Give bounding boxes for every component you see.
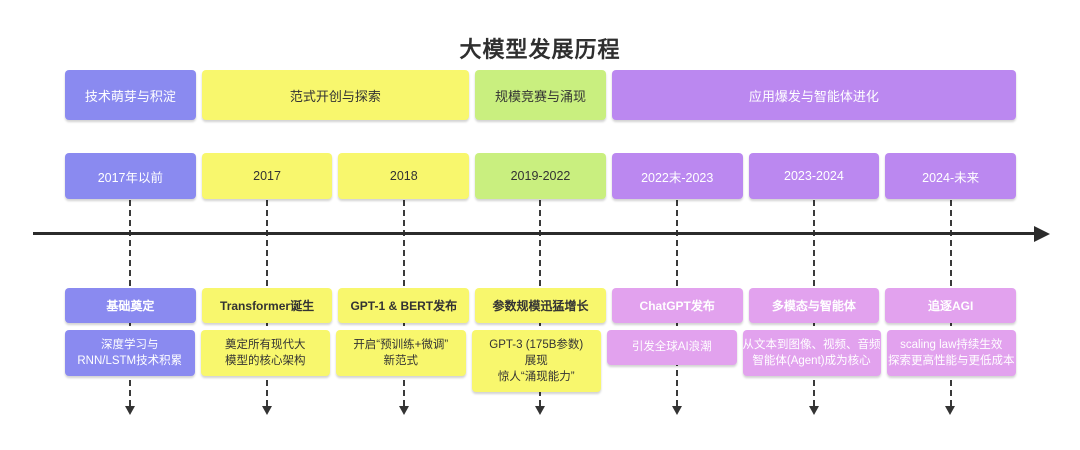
detail-line: RNN/LSTM技术积累 [77, 355, 183, 367]
detail-line: 新范式 [383, 355, 419, 367]
detail-line: 从文本到图像、视频、音频 [742, 338, 881, 351]
column-arrow-icon-4 [535, 406, 545, 415]
year-box-2: 2017 [201, 153, 333, 199]
detail-box-4: GPT-3 (175B参数) 展现 惊人“涌现能力” [471, 330, 601, 392]
column-arrow-icon-6 [809, 406, 819, 415]
year-box-3: 2018 [338, 153, 470, 199]
detail-line: 引发全球AI浪潮 [631, 341, 712, 354]
year-box-1: 2017年以前 [65, 153, 196, 199]
year-box-5: 2022末-2023 [611, 153, 743, 199]
detail-line: 探索更高性能与更低成本 [888, 355, 1015, 367]
year-row: 2017年以前 2017 2018 2019-2022 2022末-2023 2… [65, 153, 1016, 199]
event-box-4: 参数规模迅猛增长 [475, 288, 606, 323]
year-box-6: 2023-2024 [748, 153, 880, 199]
column-arrow-icon-5 [672, 406, 682, 415]
detail-box-3: 开启“预训练+微调” 新范式 [336, 330, 466, 376]
event-box-7: 追逐AGI [885, 288, 1016, 323]
detail-box-5: 引发全球AI浪潮 [607, 330, 737, 365]
column-arrow-icon-3 [399, 406, 409, 415]
phase-header-2: 范式开创与探索 [201, 70, 470, 120]
detail-line: GPT-3 (175B参数) [489, 338, 584, 351]
column-arrow-icon-1 [125, 406, 135, 415]
column-arrow-icon-7 [945, 406, 955, 415]
phase-header-3: 规模竞赛与涌现 [475, 70, 606, 120]
diagram-title: 大模型发展历程 [459, 37, 621, 62]
event-box-1: 基础奠定 [65, 288, 196, 323]
year-box-4: 2019-2022 [475, 153, 606, 199]
detail-line: 开启“预训练+微调” [353, 338, 449, 351]
detail-line: 展现 [524, 354, 548, 367]
detail-line: scaling law持续生效 [900, 338, 1003, 351]
event-row: 基础奠定 Transformer诞生 GPT-1 & BERT发布 参数规模迅猛… [65, 288, 1016, 323]
detail-line: 奠定所有现代大 [225, 338, 306, 351]
phase-header-1: 技术萌芽与积淀 [65, 70, 196, 120]
timeline-arrowhead-icon [1034, 226, 1050, 242]
detail-box-2: 奠定所有现代大 模型的核心架构 [200, 330, 330, 376]
detail-box-7: scaling law持续生效 探索更高性能与更低成本 [886, 330, 1016, 376]
event-box-2: Transformer诞生 [201, 288, 333, 323]
phase-header-row: 技术萌芽与积淀 范式开创与探索 规模竞赛与涌现 应用爆发与智能体进化 [65, 70, 1016, 120]
column-arrow-icon-2 [262, 406, 272, 415]
year-box-7: 2024-未来 [885, 153, 1016, 199]
detail-line: 深度学习与 [101, 338, 159, 351]
timeline-axis [33, 232, 1036, 235]
event-box-5: ChatGPT发布 [611, 288, 743, 323]
detail-line: 惊人“涌现能力” [497, 371, 575, 384]
detail-line: 模型的核心架构 [225, 355, 306, 367]
detail-box-1: 深度学习与 RNN/LSTM技术积累 [65, 330, 195, 376]
detail-box-6: 从文本到图像、视频、音频 智能体(Agent)成为核心 [742, 330, 881, 376]
detail-row: 深度学习与 RNN/LSTM技术积累 奠定所有现代大 模型的核心架构 开启“预训… [65, 330, 1016, 392]
phase-header-4: 应用爆发与智能体进化 [611, 70, 1016, 120]
event-box-6: 多模态与智能体 [748, 288, 880, 323]
detail-line: 智能体(Agent)成为核心 [752, 355, 871, 367]
event-box-3: GPT-1 & BERT发布 [338, 288, 470, 323]
